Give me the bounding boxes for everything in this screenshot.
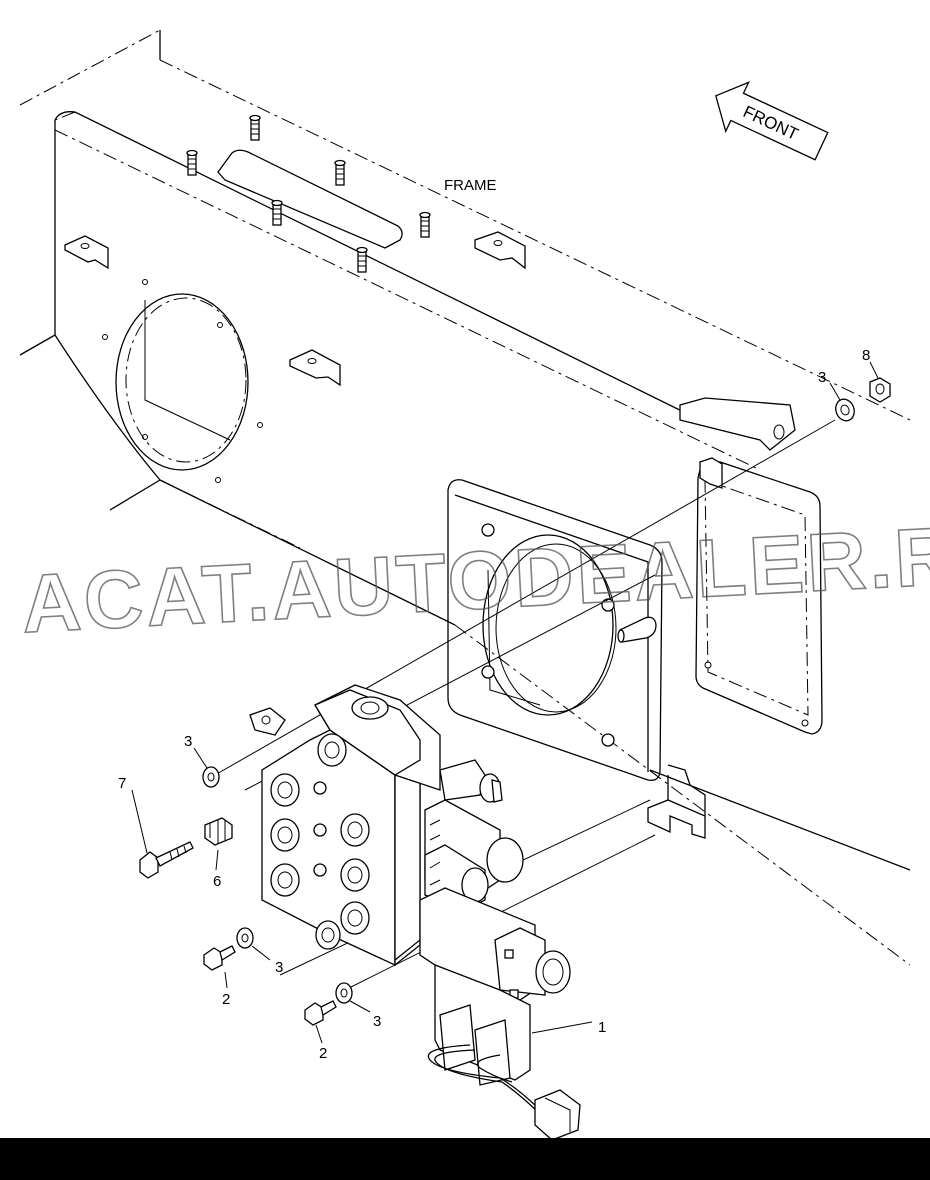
control-valve-assembly [249, 684, 593, 1141]
frame-label: FRAME [444, 177, 497, 194]
bolt-2-lower [304, 1000, 337, 1026]
bolt-2-upper [203, 945, 236, 971]
callout-2-upper: 2 [222, 991, 230, 1008]
washer-3-left [202, 766, 220, 788]
callout-3-mid: 3 [275, 959, 283, 976]
watermark-text: ACAT.AUTODEALER.RU [19, 507, 930, 650]
mounting-plate-right [695, 457, 823, 735]
frame-brackets [64, 231, 796, 451]
clip-6 [204, 817, 233, 846]
bolt-7 [139, 841, 194, 879]
callout-numbers: 1 2 2 3 3 3 3 6 7 8 [118, 347, 870, 1062]
nut-top [869, 377, 891, 403]
callout-3-lower: 3 [373, 1013, 381, 1030]
callout-3-left: 3 [184, 733, 192, 750]
bottom-bar [0, 1138, 930, 1180]
frame-round-hole [102, 279, 263, 483]
callout-1: 1 [598, 1019, 606, 1036]
callout-3-top: 3 [818, 369, 826, 386]
washer-3-mid [236, 927, 254, 949]
frame-top-opening [217, 149, 403, 249]
callout-6: 6 [213, 873, 221, 890]
stud-bolts [186, 114, 431, 273]
callout-7: 7 [118, 775, 126, 792]
lower-bracket [647, 764, 706, 839]
frame-outline [19, 29, 911, 966]
callout-8: 8 [862, 347, 870, 364]
callout-2-lower: 2 [319, 1045, 327, 1062]
front-direction-arrow: FRONT [715, 81, 829, 161]
adapter-plate [447, 479, 663, 781]
washer-top [835, 398, 855, 422]
washer-3-lower [335, 982, 353, 1004]
callout-leaders [131, 361, 879, 1044]
